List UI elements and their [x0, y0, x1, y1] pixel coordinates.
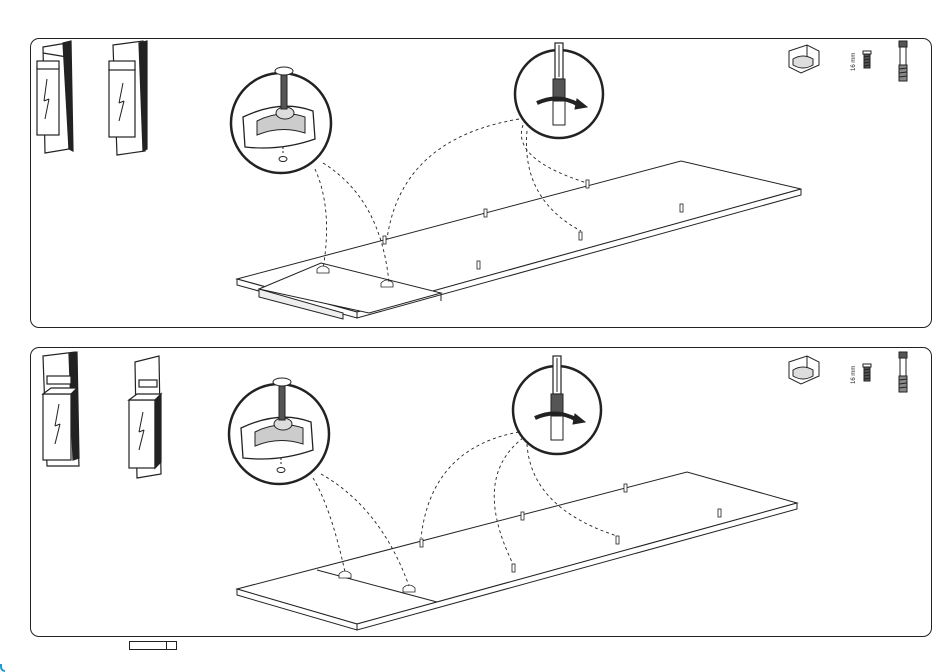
page-indicator-divider — [166, 642, 167, 649]
bracket-clip-icon — [789, 356, 819, 384]
screw-length-label: 16 mm — [851, 53, 857, 71]
board-panel — [237, 161, 801, 319]
screw-icon — [863, 51, 871, 68]
cam-lock-detail — [229, 378, 329, 484]
screwdriver-icon — [515, 43, 603, 138]
assembly-diagram-bottom — [31, 348, 933, 638]
cabinet-icon — [109, 41, 147, 155]
cabinet-icon — [37, 41, 73, 153]
connector-bolt-icon — [899, 41, 907, 81]
screw-length-label: 16 mm — [851, 366, 857, 384]
cabinet-icon — [43, 352, 79, 466]
connector-bolt-icon — [899, 352, 907, 392]
cam-lock-detail — [231, 67, 331, 173]
step-panel-top: 16 mm — [30, 38, 932, 328]
screw-icon — [863, 364, 871, 381]
cabinet-icon — [129, 356, 161, 478]
assembly-diagram-top — [31, 39, 933, 329]
page-indicator — [129, 641, 177, 650]
bracket-clip-icon — [789, 45, 819, 73]
step-panel-bottom: 16 mm — [30, 347, 932, 637]
board-panel — [237, 472, 797, 630]
corner-mark — [0, 664, 5, 672]
screwdriver-icon — [513, 356, 601, 454]
